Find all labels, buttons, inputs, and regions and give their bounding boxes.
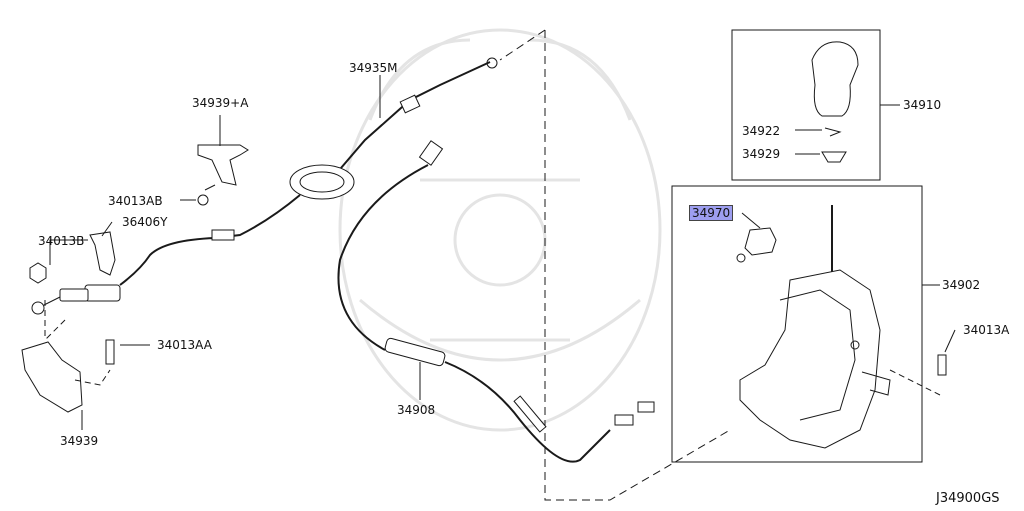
part-label-34908: 34908 [397,403,436,417]
watermark-emblem [338,28,662,432]
part-label-34939: 34939 [60,434,99,448]
knob-34910 [811,41,859,117]
part-label-34922: 34922 [742,124,781,138]
part-label-34935m: 34935M [349,61,398,75]
part-label-34929: 34929 [742,147,781,161]
switch-34970 [744,227,777,256]
phantom-line-top [499,29,546,61]
bolt-34013ab [197,194,209,206]
part-label-34013b: 34013B [38,234,85,248]
part-label-34013a: 34013A [963,323,1010,337]
part-label-34970[interactable]: 34970 [688,205,734,221]
bracket-34939a [197,144,249,186]
clip-34922 [824,127,842,137]
nut-34013b [29,262,47,284]
ring-34929 [821,151,847,163]
bracket-34939 [21,341,83,413]
clip-36406y [89,231,116,276]
part-label-34910: 34910 [903,98,942,112]
bolt-34013aa [105,339,115,365]
cable-adjuster [31,284,121,315]
part-label-34013ab: 34013AB [108,194,163,208]
cable-34935m [119,57,498,286]
phantom-line-main [544,30,731,501]
shifter-group-box [671,185,923,463]
leader-lines [49,75,956,430]
part-label-36406y: 36406Y [122,215,168,229]
part-label-34902: 34902 [942,278,981,292]
bolt-34013a [937,354,947,376]
diagram-code: J34900GS [936,491,1000,506]
part-label-34013aa: 34013AA [157,338,212,352]
cable-34908 [337,140,655,463]
part-label-34939a: 34939+A [192,96,249,110]
shifter-assembly-34902 [739,205,891,449]
